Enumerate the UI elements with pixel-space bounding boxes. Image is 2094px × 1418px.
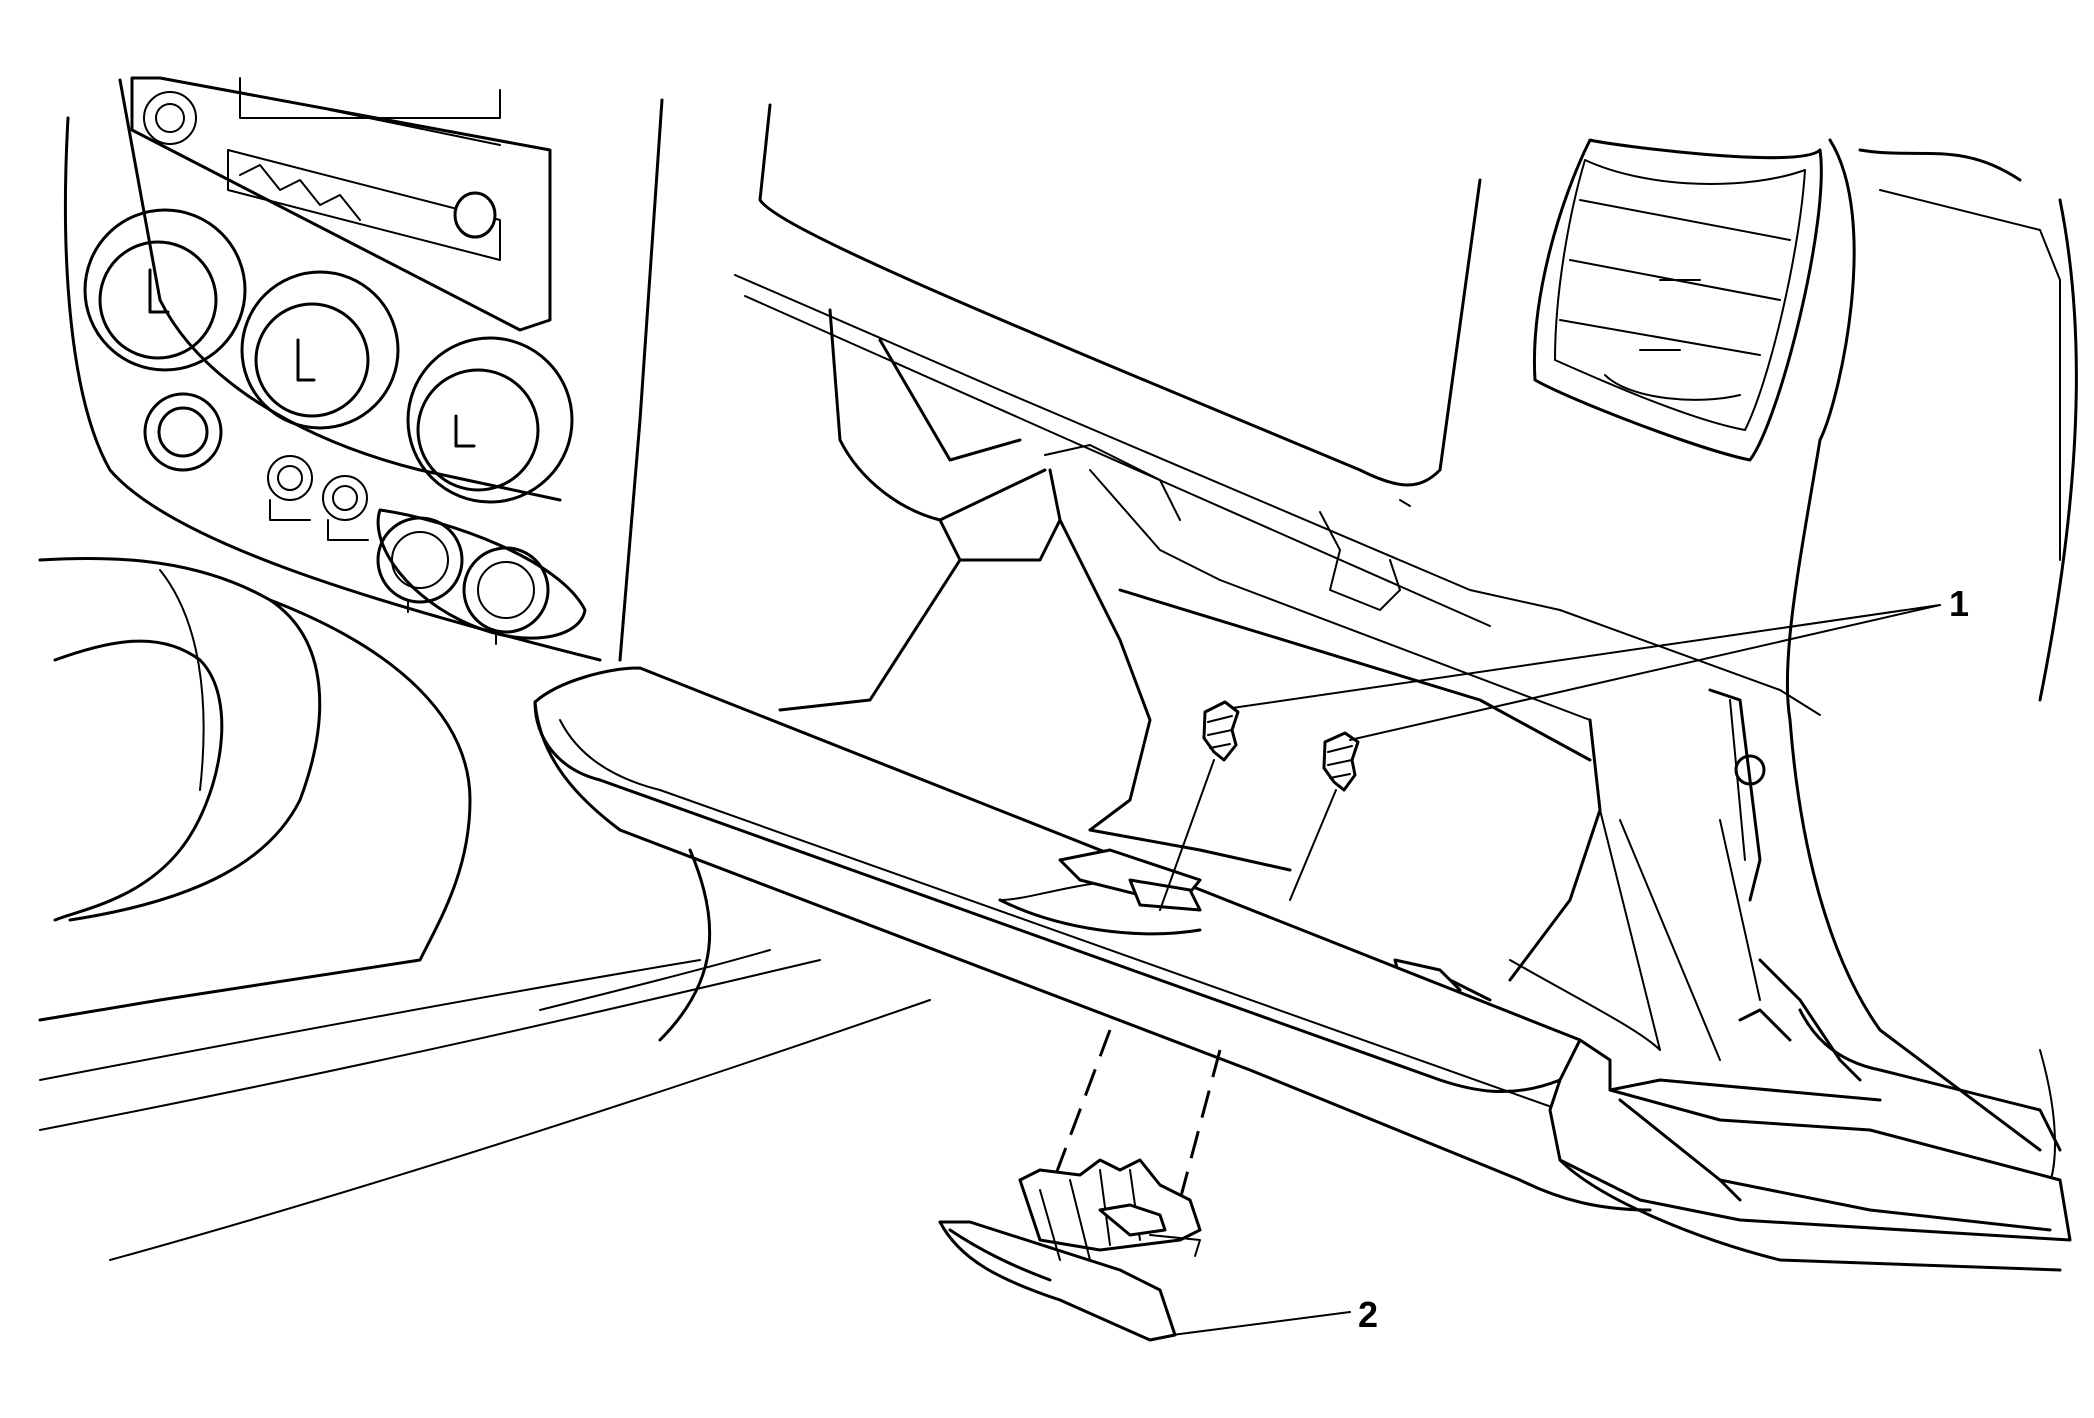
glove-box-door xyxy=(533,666,2072,1272)
leader-line-1a xyxy=(1231,604,1941,709)
latch-handle xyxy=(938,1029,1222,1342)
center-stack xyxy=(63,76,664,662)
leader-line-1b xyxy=(1349,604,1941,741)
leader-line-2 xyxy=(1171,1311,1351,1336)
fastener-left xyxy=(1159,700,1240,911)
leader-lines xyxy=(1171,604,1941,1336)
callout-label-2: 2 xyxy=(1358,1294,1379,1335)
callout-label-1: 1 xyxy=(1949,583,1970,624)
instrument-panel xyxy=(734,103,2078,722)
hvac-knob-right xyxy=(406,336,574,504)
radio-unit xyxy=(130,76,552,332)
hvac-knob-center xyxy=(240,270,400,430)
fastener-right xyxy=(1289,731,1360,901)
floor-console xyxy=(38,556,931,1261)
air-vent xyxy=(1532,138,1823,462)
hvac-knob-left xyxy=(83,208,247,372)
